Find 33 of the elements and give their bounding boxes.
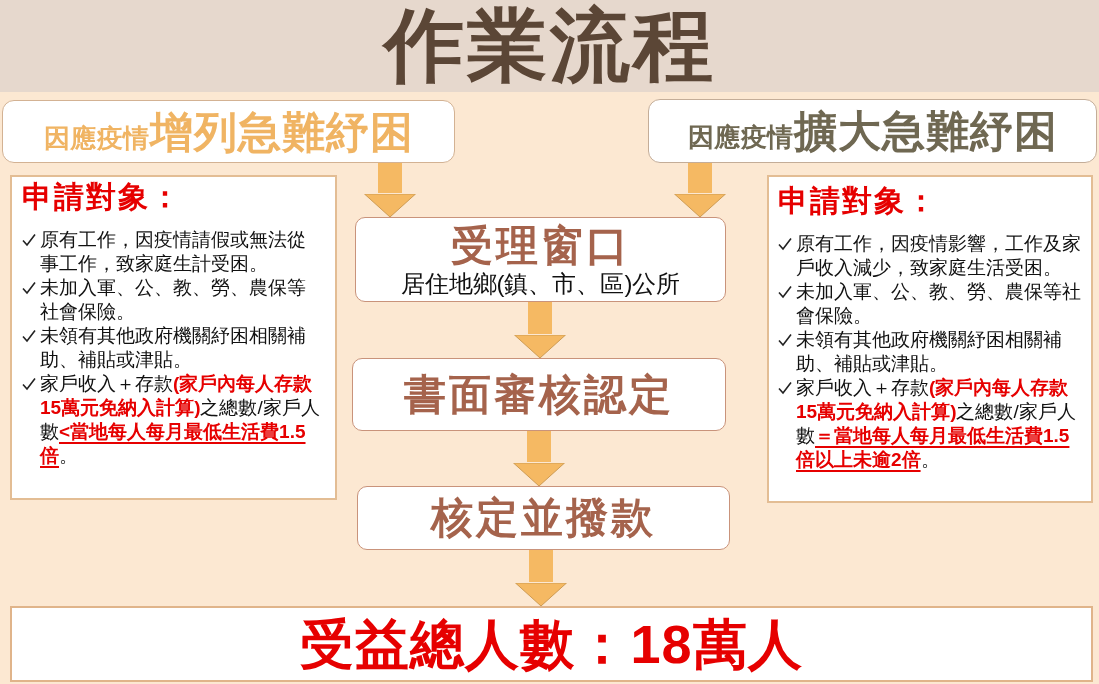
process-box: [355, 217, 726, 302]
section-heading: 申請對象：: [778, 183, 938, 219]
page-title: 作業流程: [383, 4, 716, 88]
criteria-text: 原有工作，因疫情請假或無法從事工作，致家庭生計受困。: [40, 228, 307, 276]
process-box: [357, 486, 730, 550]
criteria-panel: [10, 175, 337, 500]
criteria-text: 未領有其他政府機關紓困相關補助、補貼或津貼。: [796, 328, 1063, 376]
result-text: 受益總人數：18萬人: [300, 613, 803, 675]
step-title: 書面審核認定: [404, 370, 674, 419]
result-box: [10, 606, 1093, 682]
step-subtitle: 居住地鄉(鎮、市、區)公所: [400, 269, 681, 298]
section-heading: 申請對象：: [22, 179, 182, 215]
header-title: 擴大急難紓困: [793, 106, 1058, 157]
header-title: 增列急難紓困: [149, 107, 414, 158]
block-arrow: [513, 431, 565, 487]
criteria-text: 未加入軍、公、教、勞、農保等社會保險。: [796, 280, 1082, 328]
criteria-text: 未加入軍、公、教、勞、農保等社會保險。: [40, 276, 307, 324]
block-arrow: [674, 163, 726, 218]
criteria-text: 原有工作，因疫情影響，工作及家戶收入減少，致家庭生活受困。: [796, 232, 1082, 280]
step-title: 受理窗口: [450, 221, 631, 270]
criteria-text: 家戶收入＋存款(家戶內每人存款15萬元免納入計算)之總數/家戶人數<當地每人每月最低生活費1.5倍。: [40, 372, 320, 468]
block-arrow: [364, 163, 416, 218]
step-title: 核定並撥款: [431, 494, 656, 542]
criteria-panel: [767, 175, 1093, 503]
header-prefix: 因應疫情: [687, 122, 794, 152]
criteria-text: 未領有其他政府機關紓困相關補助、補貼或津貼。: [40, 324, 307, 372]
block-arrow: [515, 550, 567, 607]
block-arrow: [514, 302, 566, 359]
process-box: [352, 358, 726, 431]
header-box: [2, 100, 455, 163]
header-box: [648, 99, 1097, 163]
criteria-text: 家戶收入＋存款(家戶內每人存款15萬元免納入計算)之總數/家戶人數＝當地每人每月最低生活費1.5倍以上未逾2倍。: [796, 376, 1077, 472]
header-prefix: 因應疫情: [43, 123, 150, 155]
